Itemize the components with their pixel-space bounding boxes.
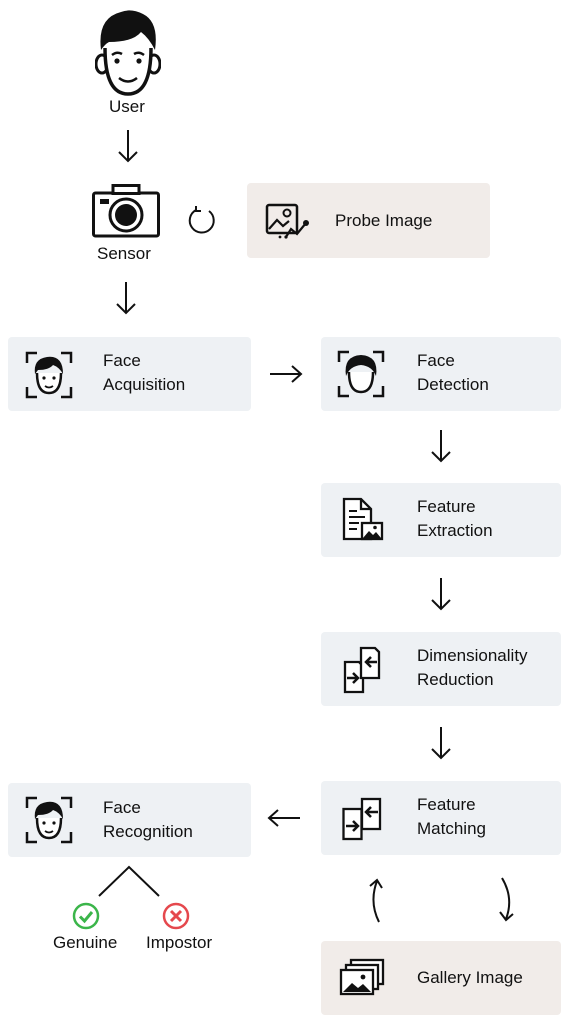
arrow-right-icon bbox=[270, 365, 303, 383]
refresh-icon bbox=[188, 206, 215, 234]
curved-arrow-up-icon bbox=[369, 878, 383, 923]
arrow-down-icon bbox=[431, 578, 451, 611]
user-label: User bbox=[109, 97, 145, 116]
face-acquisition-box: Face Acquisition bbox=[8, 337, 251, 411]
decision-split-connector bbox=[98, 865, 160, 897]
curved-arrow-down-icon bbox=[499, 877, 514, 922]
gallery-image-label: Gallery Image bbox=[417, 968, 523, 987]
face-frame-icon bbox=[335, 348, 387, 400]
face-frame-icon bbox=[23, 794, 75, 846]
feature-matching-label: Feature Matching bbox=[417, 795, 486, 838]
impostor-label: Impostor bbox=[146, 933, 213, 952]
face-detection-label: Face Detection bbox=[417, 351, 489, 394]
user-face-icon bbox=[95, 10, 161, 96]
probe-image-label: Probe Image bbox=[335, 211, 433, 230]
document-image-icon bbox=[341, 497, 385, 543]
face-recognition-label: Face Recognition bbox=[103, 798, 193, 841]
sensor-label: Sensor bbox=[97, 244, 151, 263]
probe-image-icon bbox=[264, 201, 312, 241]
arrow-down-icon bbox=[431, 430, 451, 463]
arrow-down-icon bbox=[116, 282, 136, 315]
check-circle-icon bbox=[72, 902, 100, 930]
x-circle-icon bbox=[162, 902, 190, 930]
feature-matching-box: Feature Matching bbox=[321, 781, 561, 855]
dimensionality-reduction-label: Dimensionality Reduction bbox=[417, 646, 528, 689]
arrow-left-icon bbox=[267, 809, 300, 827]
gallery-stack-icon bbox=[339, 958, 385, 998]
face-frame-icon bbox=[23, 349, 75, 401]
feature-extraction-box: Feature Extraction bbox=[321, 483, 561, 557]
face-recognition-box: Face Recognition bbox=[8, 783, 251, 857]
probe-image-box: Probe Image bbox=[247, 183, 490, 258]
arrow-down-icon bbox=[118, 130, 138, 163]
compress-arrows-icon bbox=[341, 646, 383, 694]
camera-icon bbox=[92, 184, 160, 238]
face-detection-box: Face Detection bbox=[321, 337, 561, 411]
arrow-down-icon bbox=[431, 727, 451, 760]
face-acquisition-label: Face Acquisition bbox=[103, 351, 186, 394]
feature-extraction-label: Feature Extraction bbox=[417, 497, 493, 540]
match-arrows-icon bbox=[341, 795, 383, 843]
dimensionality-reduction-box: Dimensionality Reduction bbox=[321, 632, 561, 706]
genuine-label: Genuine bbox=[53, 933, 118, 952]
gallery-image-box: Gallery Image bbox=[321, 941, 561, 1015]
